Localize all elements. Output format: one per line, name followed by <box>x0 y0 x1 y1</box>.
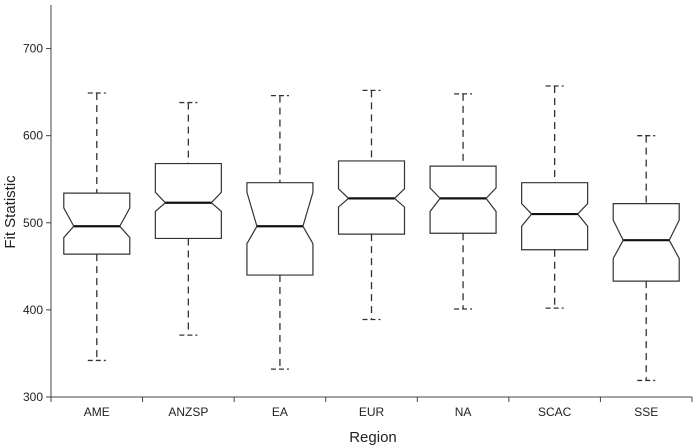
y-tick-label: 400 <box>23 303 43 317</box>
box-na <box>429 93 497 310</box>
y-tick-label: 600 <box>23 129 43 143</box>
notched-box <box>246 182 314 276</box>
notched-box <box>612 203 680 282</box>
notched-box <box>521 182 589 251</box>
x-tick-label: EA <box>272 405 288 419</box>
y-tick-label: 500 <box>23 216 43 230</box>
y-tick-label: 700 <box>23 42 43 56</box>
box-eur <box>337 89 406 321</box>
y-axis-title: Fit Statistic <box>2 175 19 249</box>
x-tick-label: EUR <box>359 405 385 419</box>
y-tick-label: 300 <box>23 390 43 404</box>
axes <box>46 5 693 402</box>
box-scac <box>521 85 589 309</box>
box-ea <box>246 94 314 370</box>
notched-box <box>154 162 222 240</box>
box-ame <box>63 92 131 362</box>
notched-box <box>429 165 497 234</box>
boxes-layer <box>63 85 680 382</box>
box-anzsp <box>154 101 222 336</box>
x-tick-label: NA <box>455 405 472 419</box>
x-tick-label: AME <box>84 405 110 419</box>
x-tick-label: SSE <box>634 405 658 419</box>
x-axis-title: Region <box>349 429 397 446</box>
x-tick-label: ANZSP <box>168 405 208 419</box>
box-sse <box>612 135 680 382</box>
x-tick-label: SCAC <box>538 405 572 419</box>
notched-box <box>63 192 131 255</box>
